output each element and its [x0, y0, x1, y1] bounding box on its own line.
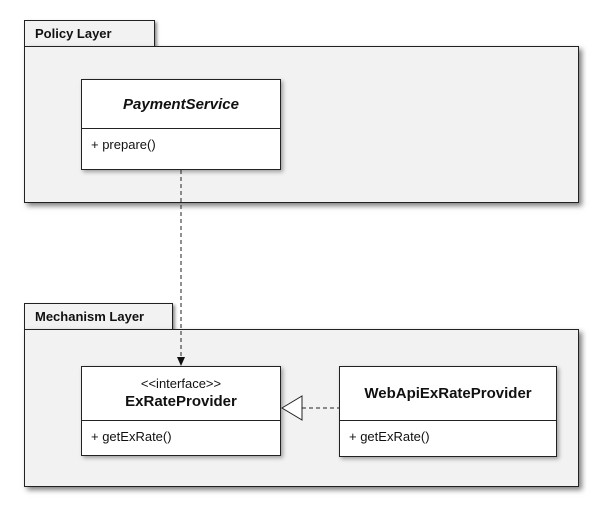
payment-service-name-text: PaymentService	[123, 96, 239, 113]
ex-rate-provider-operation: + getExRate()	[91, 429, 172, 444]
ex-rate-provider-interface: <<interface>> ExRateProvider + getExRate…	[81, 366, 281, 456]
web-api-ex-rate-provider-name: WebApiExRateProvider	[364, 385, 532, 402]
web-api-ex-rate-provider-class: WebApiExRateProvider + getExRate()	[339, 366, 557, 457]
ex-rate-provider-name: ExRateProvider	[125, 393, 237, 410]
web-api-ex-rate-provider-header: WebApiExRateProvider	[340, 367, 556, 421]
policy-layer-label: Policy Layer	[35, 26, 112, 41]
ex-rate-provider-header: <<interface>> ExRateProvider	[82, 367, 280, 421]
interface-stereotype: <<interface>>	[140, 376, 222, 391]
web-api-ex-rate-provider-operation: + getExRate()	[349, 429, 430, 444]
policy-layer-tab: Policy Layer	[24, 20, 155, 47]
mechanism-layer-label: Mechanism Layer	[35, 309, 145, 324]
payment-service-operation: + prepare()	[91, 137, 156, 152]
realization-arrowhead	[281, 395, 303, 421]
mechanism-layer-tab: Mechanism Layer	[24, 303, 173, 330]
payment-service-class: PaymentService + prepare()	[81, 79, 281, 170]
dependency-arrowhead	[177, 357, 185, 366]
payment-service-name: PaymentService	[82, 80, 280, 129]
